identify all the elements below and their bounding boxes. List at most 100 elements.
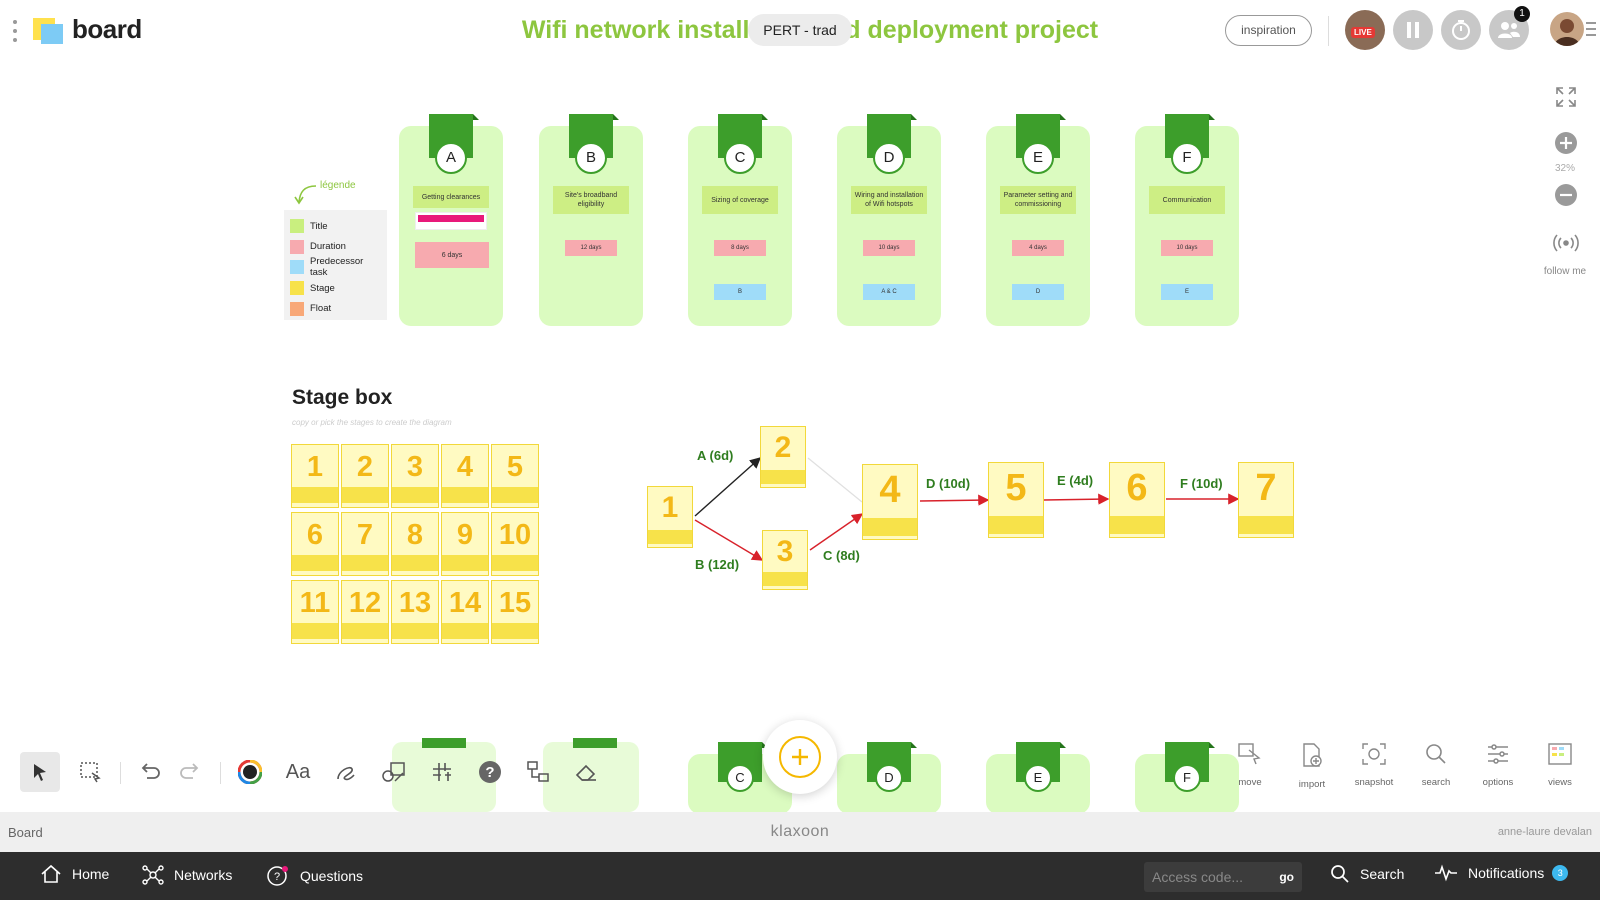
text-format-icon: Aa: [285, 760, 311, 783]
zoom-in-button[interactable]: [1548, 128, 1584, 158]
pause-button[interactable]: [1393, 10, 1433, 50]
move-icon: [1238, 743, 1261, 765]
nav-home[interactable]: Home: [40, 864, 109, 884]
access-code-input[interactable]: [1152, 869, 1272, 885]
views-tool[interactable]: views: [1533, 742, 1587, 788]
stage-tile-8[interactable]: 8: [391, 512, 439, 576]
participants-button[interactable]: [1489, 10, 1529, 50]
stage-tile-11[interactable]: 11: [291, 580, 339, 644]
text-tool[interactable]: Aa: [278, 752, 318, 792]
nav-questions[interactable]: ? Questions: [266, 864, 363, 888]
pert-node-2[interactable]: 2: [760, 426, 806, 488]
pen-tool[interactable]: [326, 752, 366, 792]
access-code-field[interactable]: go: [1144, 862, 1302, 892]
nav-networks[interactable]: Networks: [142, 864, 232, 886]
go-button[interactable]: go: [1279, 870, 1294, 884]
stage-tile-4[interactable]: 4: [441, 444, 489, 508]
stage-tile-2[interactable]: 2: [341, 444, 389, 508]
stage-tile-5[interactable]: 5: [491, 444, 539, 508]
nav-search[interactable]: Search: [1330, 864, 1404, 884]
task-card-c[interactable]: C Sizing of coverage 8 days B: [688, 114, 792, 326]
task-predecessor: E: [1161, 284, 1213, 300]
move-tool[interactable]: move: [1223, 742, 1277, 788]
edge-label-b: B (12d): [695, 557, 740, 572]
board-menu-dots-icon[interactable]: [12, 20, 18, 42]
stage-tile-12[interactable]: 12: [341, 580, 389, 644]
task-card-b[interactable]: B Site's broadband eligibility 12 days: [539, 114, 643, 326]
task-comment-note: [415, 212, 487, 230]
import-file-icon: [1303, 743, 1322, 767]
snapshot-tool[interactable]: snapshot: [1347, 742, 1401, 788]
board-logo-icon: [33, 18, 63, 44]
freehand-icon: [337, 766, 355, 781]
fullscreen-button[interactable]: [1548, 82, 1584, 112]
area-select-tool[interactable]: [70, 752, 110, 792]
import-tool[interactable]: import: [1285, 742, 1339, 790]
shape-tool[interactable]: [374, 752, 414, 792]
stage-tile-9[interactable]: 9: [441, 512, 489, 576]
options-tool[interactable]: options: [1471, 742, 1525, 788]
stage-number: 5: [506, 451, 524, 483]
stage-number: 8: [406, 519, 424, 551]
task-card-e[interactable]: E Parameter setting and commissioning 4 …: [986, 114, 1090, 326]
stage-tile-15[interactable]: 15: [491, 580, 539, 644]
pert-node-4[interactable]: 4: [862, 464, 918, 540]
task-card-d[interactable]: D Wiring and installation of Wifi hotspo…: [837, 114, 941, 326]
board-status-bar: [0, 812, 1600, 852]
search-tool[interactable]: search: [1409, 742, 1463, 788]
nav-notifications[interactable]: Notifications 3: [1434, 864, 1569, 882]
edge-b: [694, 519, 764, 561]
stage-tile-6[interactable]: 6: [291, 512, 339, 576]
task-title: Sizing of coverage: [702, 186, 778, 214]
pert-node-3[interactable]: 3: [762, 530, 808, 590]
color-picker-tool[interactable]: [230, 752, 270, 792]
stage-tile-3[interactable]: 3: [391, 444, 439, 508]
main-menu-icon[interactable]: [1586, 22, 1596, 36]
edge-label-a: A (6d): [697, 448, 734, 463]
snapshot-icon: [1362, 743, 1386, 765]
sliders-icon: [1488, 744, 1508, 764]
stage-tile-13[interactable]: 13: [391, 580, 439, 644]
stage-band: [442, 487, 488, 503]
inspiration-button[interactable]: inspiration: [1225, 15, 1312, 46]
follow-me-button[interactable]: [1548, 228, 1584, 258]
stage-tile-7[interactable]: 7: [341, 512, 389, 576]
pert-node-5[interactable]: 5: [988, 462, 1044, 538]
eraser-icon: [575, 764, 596, 781]
task-card-a[interactable]: A Getting clearances 6 days: [399, 114, 503, 326]
timer-icon: [1452, 20, 1470, 40]
task-card-f[interactable]: F Communication 10 days E: [1135, 114, 1239, 326]
owner-name: anne-laure devalan: [1497, 826, 1592, 838]
undo-icon: [141, 763, 160, 779]
timer-button[interactable]: [1441, 10, 1481, 50]
pause-icon: [1407, 22, 1419, 38]
view-name-pill[interactable]: PERT - trad: [748, 14, 852, 46]
task-predecessor: D: [1012, 284, 1064, 300]
grid-tool[interactable]: [422, 752, 462, 792]
stage-tile-14[interactable]: 14: [441, 580, 489, 644]
undo-button[interactable]: [130, 752, 170, 792]
task-letter: D: [873, 142, 905, 174]
eraser-tool[interactable]: [566, 752, 606, 792]
add-content-button[interactable]: [763, 720, 837, 794]
svg-text:?: ?: [274, 871, 280, 883]
task-letter: C: [724, 142, 756, 174]
pert-node-6[interactable]: 6: [1109, 462, 1165, 538]
live-session-avatar[interactable]: LIVE: [1345, 10, 1385, 50]
participants-icon: [1498, 22, 1520, 38]
stage-number: 6: [306, 519, 324, 551]
stage-number: 14: [448, 587, 482, 619]
zoom-out-button[interactable]: [1548, 180, 1584, 210]
stage-tile-10[interactable]: 10: [491, 512, 539, 576]
pert-node-7[interactable]: 7: [1238, 462, 1294, 538]
legend-box[interactable]: Title Duration Predecessor task Stage Fl…: [284, 210, 387, 320]
stage-band: [392, 487, 438, 503]
user-avatar[interactable]: [1550, 12, 1584, 46]
task-predecessor: A & C: [863, 284, 915, 300]
redo-button[interactable]: [170, 752, 210, 792]
stage-tile-1[interactable]: 1: [291, 444, 339, 508]
pert-node-1[interactable]: 1: [647, 486, 693, 548]
help-tool[interactable]: ?: [470, 752, 510, 792]
diagram-tool[interactable]: [518, 752, 558, 792]
select-tool[interactable]: [20, 752, 60, 792]
